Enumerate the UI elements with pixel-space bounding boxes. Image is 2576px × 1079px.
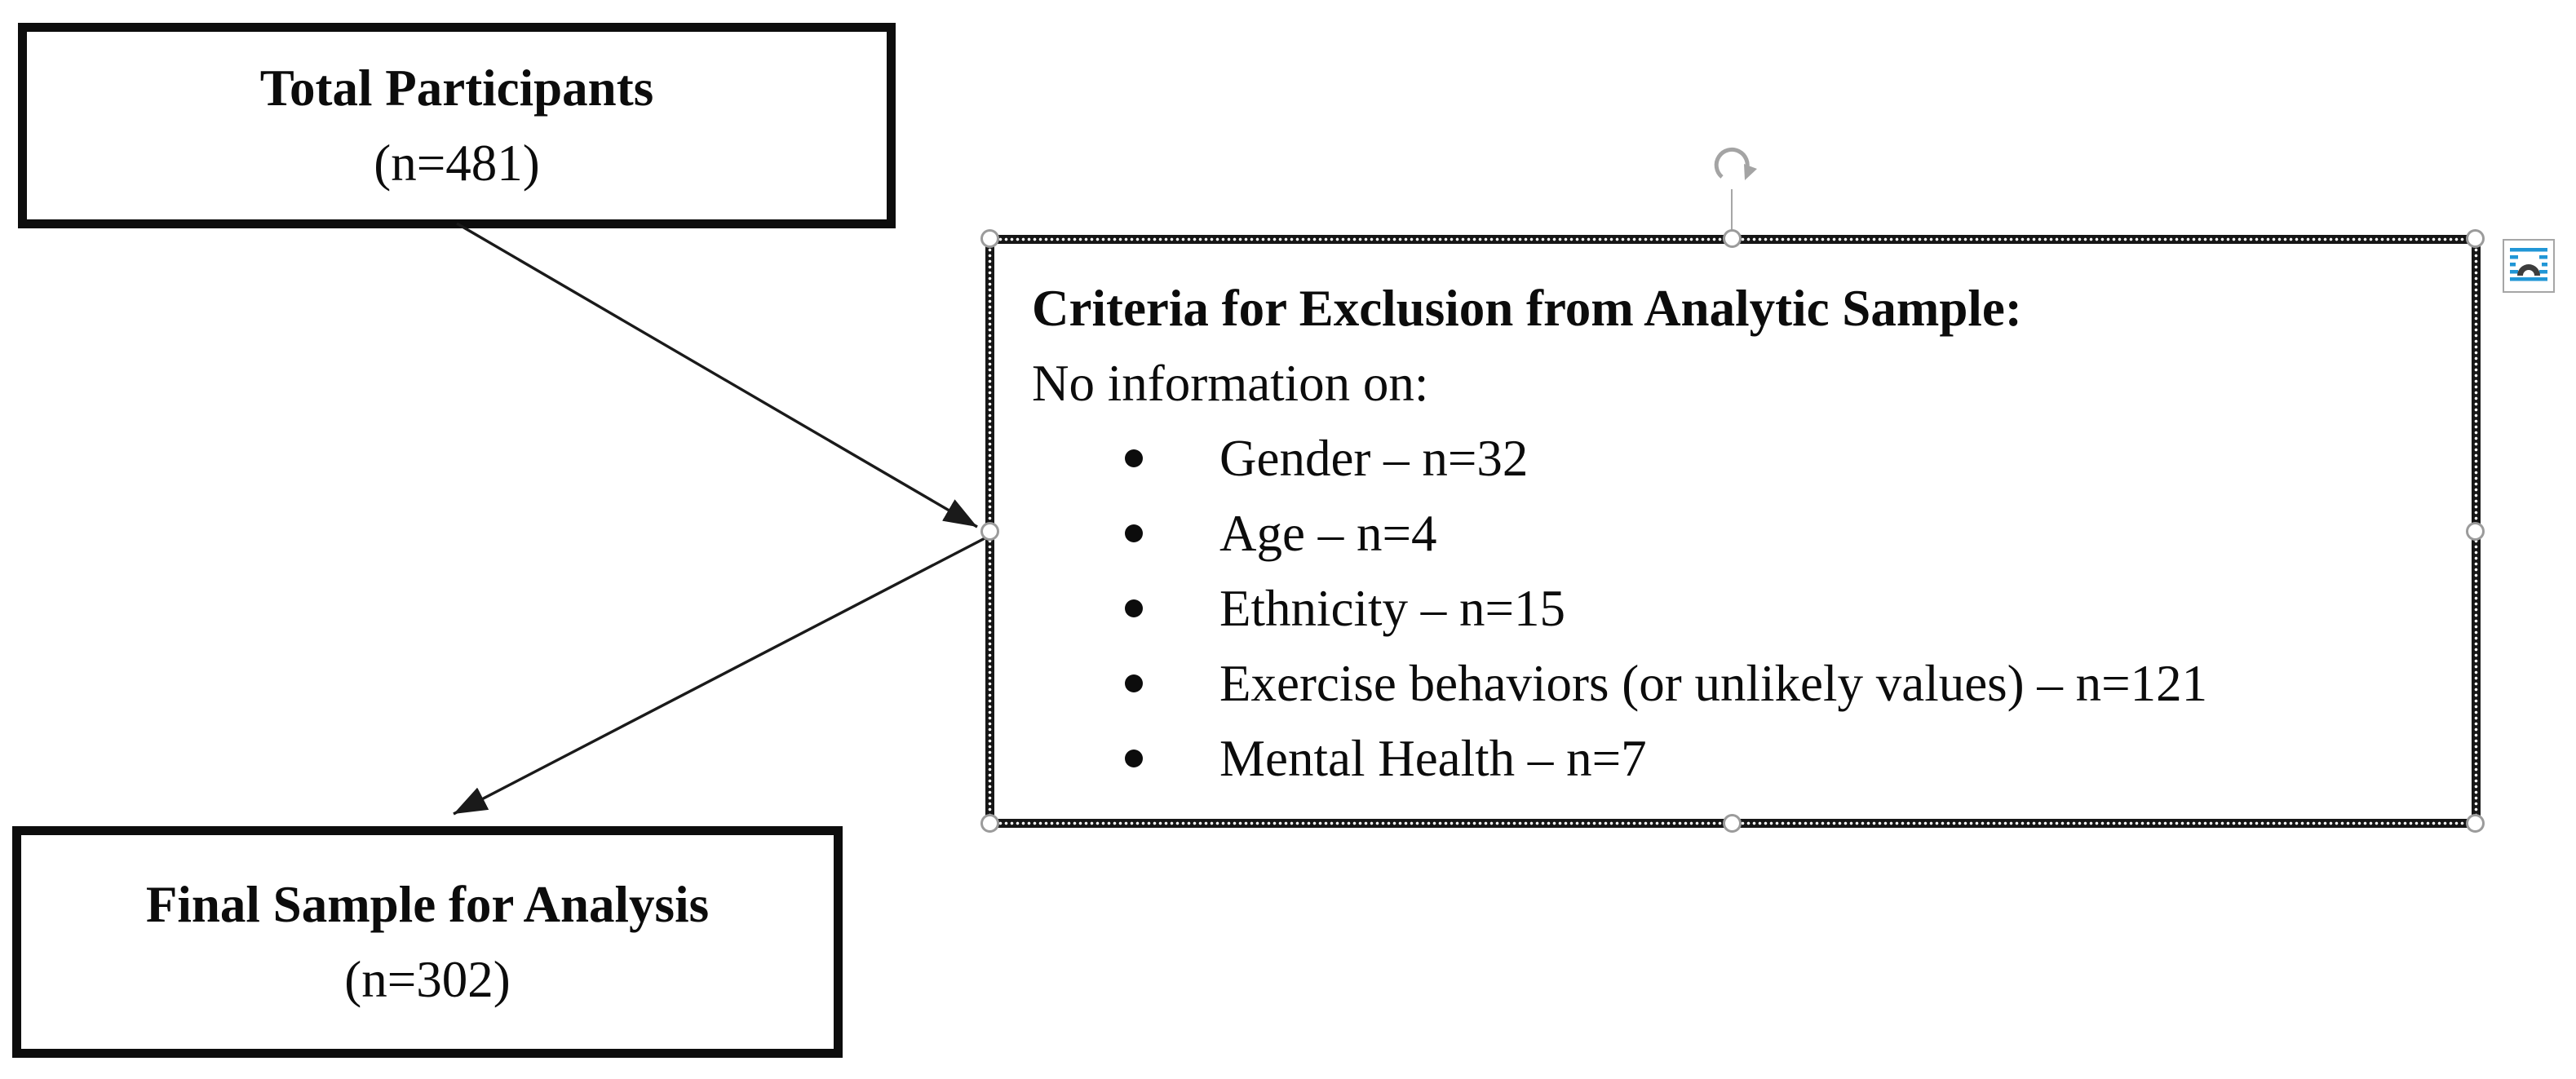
list-item-text: Gender – n=32 — [1219, 430, 1529, 487]
resize-handle-top-right[interactable] — [2466, 229, 2485, 248]
bullet-icon — [1125, 750, 1143, 767]
list-item-text: Mental Health – n=7 — [1219, 730, 1647, 787]
total-participants-count: (n=481) — [374, 135, 540, 192]
bullet-icon — [1125, 674, 1143, 692]
exclusion-criteria-textbox[interactable]: Criteria for Exclusion from Analytic Sam… — [994, 244, 2472, 819]
list-item: Mental Health – n=7 — [1032, 721, 2455, 796]
bullet-icon — [1125, 599, 1143, 617]
resize-handle-top-center[interactable] — [1723, 229, 1742, 248]
list-item: Ethnicity – n=15 — [1032, 571, 2455, 646]
total-participants-title: Total Participants — [259, 60, 654, 117]
resize-handle-middle-left[interactable] — [980, 522, 999, 541]
final-sample-box[interactable]: Final Sample for Analysis (n=302) — [12, 826, 843, 1058]
exclusion-title: Criteria for Exclusion from Analytic Sam… — [1032, 280, 2022, 337]
rotate-handle-stem — [1731, 189, 1733, 232]
list-item-text: Exercise behaviors (or unlikely values) … — [1219, 655, 2208, 712]
list-item-text: Age – n=4 — [1219, 505, 1437, 562]
resize-handle-bottom-left[interactable] — [980, 814, 999, 833]
list-item: Gender – n=32 — [1032, 421, 2455, 496]
resize-handle-middle-right[interactable] — [2466, 522, 2485, 541]
final-sample-count: (n=302) — [344, 951, 511, 1008]
bullet-icon — [1125, 449, 1143, 467]
resize-handle-bottom-center[interactable] — [1723, 814, 1742, 833]
arrow-exclusion-to-final[interactable] — [453, 533, 992, 816]
final-sample-title: Final Sample for Analysis — [145, 876, 710, 933]
list-item: Age – n=4 — [1032, 496, 2455, 571]
list-item-text: Ethnicity – n=15 — [1219, 580, 1565, 637]
resize-handle-top-left[interactable] — [980, 229, 999, 248]
layout-options-icon — [2510, 248, 2547, 281]
exclusion-subtitle: No information on: — [1032, 355, 1429, 412]
layout-options-button[interactable] — [2503, 239, 2555, 293]
total-participants-box[interactable]: Total Participants (n=481) — [18, 23, 896, 228]
bullet-icon — [1125, 524, 1143, 542]
rotate-handle-icon[interactable] — [1711, 144, 1758, 191]
resize-handle-bottom-right[interactable] — [2466, 814, 2485, 833]
list-item: Exercise behaviors (or unlikely values) … — [1032, 646, 2455, 721]
arrow-total-to-exclusion[interactable] — [456, 222, 978, 528]
